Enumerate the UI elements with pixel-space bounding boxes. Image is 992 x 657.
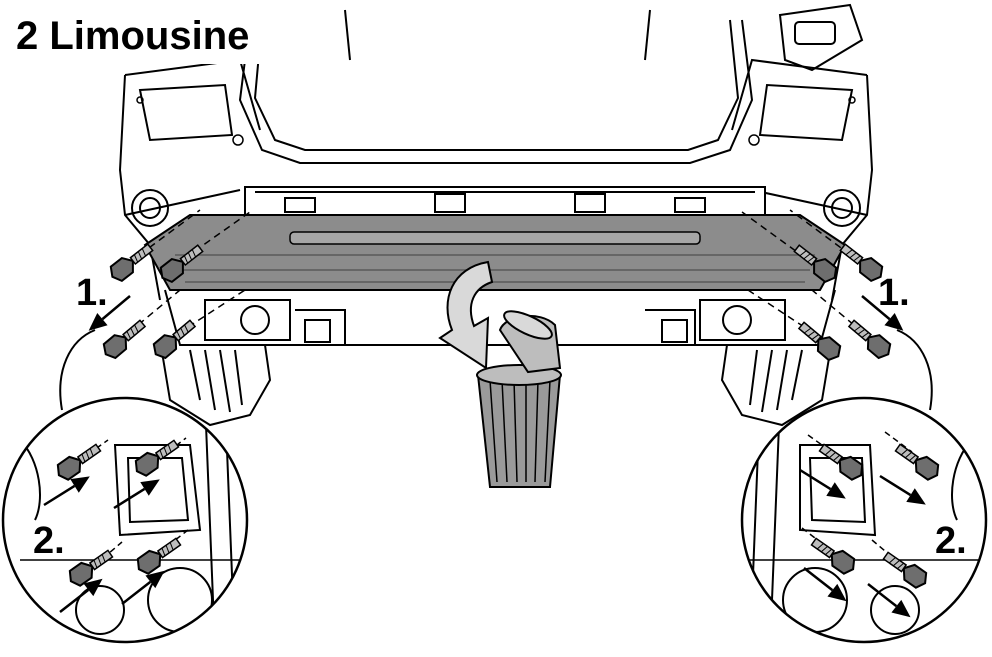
cross-member	[244, 186, 766, 216]
waste-bin-icon	[476, 310, 562, 488]
step-2-label-left: 2.	[33, 520, 65, 562]
step-1-label-right: 1.	[878, 272, 910, 314]
tyre-right	[720, 339, 833, 427]
page-title: 2 Limousine	[8, 8, 264, 64]
step-2-label-right: 2.	[935, 520, 967, 562]
reflector-left	[131, 189, 169, 227]
bolts-lower-right	[794, 315, 896, 365]
magnifier-circle-right	[740, 329, 988, 644]
curved-arrow-icon	[438, 260, 494, 370]
lower-frame	[164, 289, 836, 346]
tyre-left	[159, 339, 272, 427]
step-1-label-left: 1.	[76, 272, 108, 314]
magnifier-circle-left	[1, 329, 249, 644]
bolts-lower-left	[98, 315, 200, 363]
bumper-beam	[143, 214, 847, 291]
reflector-right	[823, 189, 861, 227]
